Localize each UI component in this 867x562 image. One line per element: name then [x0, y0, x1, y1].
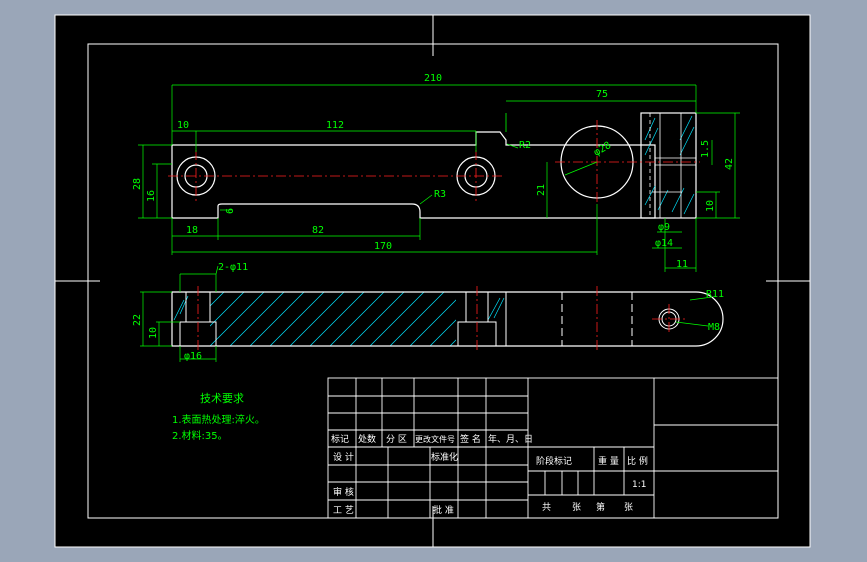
dim-6: 6: [225, 208, 236, 214]
dim-18: 18: [186, 225, 198, 236]
dim-21: 21: [536, 184, 547, 196]
tb-bili: 比 例: [627, 455, 648, 467]
title-block-labels: 标记 处数 分 区 更改文件号 签 名 年、月、日 设 计 标准化 阶段标记 重…: [331, 433, 648, 516]
dim-170: 170: [374, 241, 392, 252]
tb-shenhe: 审 核: [333, 486, 354, 498]
dim-112: 112: [326, 120, 344, 131]
technical-notes: 技术要求 1.表面热处理:淬火。 2.材料:35。: [172, 392, 265, 442]
dim-75: 75: [596, 89, 608, 100]
title-block: [327, 377, 779, 519]
dim-phi16: φ16: [184, 351, 202, 362]
dim-r3: R3: [434, 189, 446, 200]
front-dimensions: [140, 265, 713, 362]
dim-m8: M8: [708, 322, 720, 333]
front-hatch: [210, 292, 456, 346]
front-view-outline: [171, 291, 724, 347]
top-dimensions: [138, 84, 740, 272]
tb-zhongliang: 重 量: [598, 455, 619, 467]
tb-pizhun: 批 准: [433, 504, 454, 516]
dim-210: 210: [424, 73, 442, 84]
top-dim-labels: 210 75 10 112 R2 φ28 1.5 42 28 16 6 R3 2…: [132, 73, 735, 270]
notes-line1: 1.表面热处理:淬火。: [172, 413, 265, 426]
dim-10c: 10: [148, 327, 159, 339]
front-centerlines: [197, 286, 686, 352]
dim-28: 28: [132, 178, 143, 190]
tb-nianyueri: 年、月、日: [488, 433, 533, 445]
tb-zhang1: 张: [572, 502, 581, 513]
tb-zhang2: 张: [624, 502, 633, 513]
dim-42: 42: [724, 158, 735, 170]
notes-line2: 2.材料:35。: [172, 429, 228, 442]
dim-10: 10: [177, 120, 189, 131]
tb-scale: 1:1: [632, 480, 646, 490]
tb-jieduan: 阶段标记: [536, 455, 572, 467]
tb-qianming: 签 名: [460, 433, 481, 445]
front-hatch-ends: [173, 295, 505, 321]
dim-22: 22: [132, 314, 143, 326]
dim-r2: R2: [519, 140, 531, 151]
tb-gengai: 更改文件号: [415, 434, 455, 444]
tb-gong: 共: [542, 502, 551, 513]
paper: [54, 14, 811, 548]
front-view: 2-φ11 R11 22 10 φ16 M8: [132, 262, 724, 362]
tb-biaozhunhua: 标准化: [431, 451, 458, 463]
tb-sheji: 设 计: [333, 451, 354, 463]
tb-fenqu: 分 区: [386, 434, 407, 445]
dim-r11: R11: [706, 289, 724, 300]
front-dim-labels: 2-φ11 R11 22 10 φ16 M8: [132, 262, 724, 362]
dim-82: 82: [312, 225, 324, 236]
dim-1-5: 1.5: [700, 140, 711, 158]
centering-marks: [55, 15, 810, 547]
tb-gongyi: 工 艺: [333, 505, 354, 516]
top-view-outline: [171, 131, 656, 219]
right-boss: [640, 112, 697, 219]
dim-11: 11: [676, 259, 688, 270]
dim-phi14: φ14: [655, 238, 673, 249]
notes-title: 技术要求: [200, 392, 244, 405]
top-view: 210 75 10 112 R2 φ28 1.5 42 28 16 6 R3 2…: [132, 73, 740, 272]
dim-10b: 10: [705, 200, 716, 212]
dim-16: 16: [146, 190, 157, 202]
dim-phi9: φ9: [658, 222, 670, 233]
tb-biaoji: 标记: [331, 433, 349, 445]
tb-chushu: 处数: [358, 433, 376, 445]
dim-2-phi11: 2-φ11: [218, 262, 248, 273]
tb-di: 第: [596, 501, 605, 513]
